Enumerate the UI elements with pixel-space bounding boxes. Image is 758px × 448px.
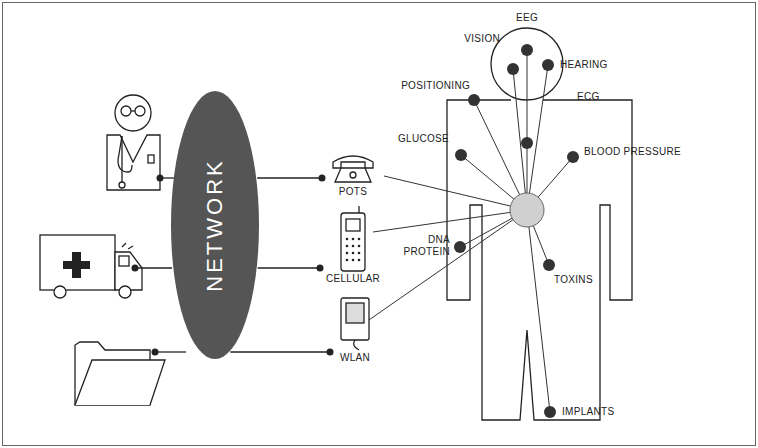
connector-dot [327,349,334,356]
doctor-icon [107,95,160,190]
sensor-label: VISION [464,33,500,45]
sensor-label: TOXINS [554,274,593,286]
sensor-label: GLUCOSE [398,133,449,145]
network-connector [257,177,322,178]
cell-icon [341,206,365,271]
hub-circle [510,193,544,227]
sensor-label: BLOOD PRESSURE [584,146,681,158]
sensor-label: HEARING [560,59,608,71]
connector-group [230,349,333,356]
network-connector [230,351,330,352]
wire-dot [132,265,139,272]
sensor-label: POSITIONING [401,80,470,92]
sensor-label: EEG [516,12,538,24]
connector-group [258,265,324,272]
wire-dot [157,175,164,182]
ambulance-icon [40,235,142,298]
network-ellipse: NETWORK [170,90,260,360]
connector-dot [317,265,324,272]
pots-icon [333,156,373,182]
sensor-label: IMPLANTS [562,406,614,418]
device-node: WLAN [330,296,380,364]
sensor-dots [454,44,579,418]
wire [135,267,172,268]
connector-group [257,175,325,182]
sensor-label: ECG [577,91,600,103]
device-node: CELLULAR [320,205,386,285]
device-node: POTS [322,148,384,198]
sensor-label: DNA PROTEIN [398,234,450,258]
network-connector [258,267,320,268]
sensor-lines [366,50,573,412]
wire-dot [152,349,159,356]
ellipse-shape [171,91,259,359]
network-label: NETWORK [202,158,228,291]
device-label: CELLULAR [320,273,386,285]
wlan-icon [341,298,369,350]
connector-dot [319,175,326,182]
folder-icon [75,342,165,405]
device-label: WLAN [330,352,380,364]
frame [3,3,756,446]
device-label: POTS [322,186,384,198]
wire [155,351,186,352]
body-outline [447,28,632,420]
